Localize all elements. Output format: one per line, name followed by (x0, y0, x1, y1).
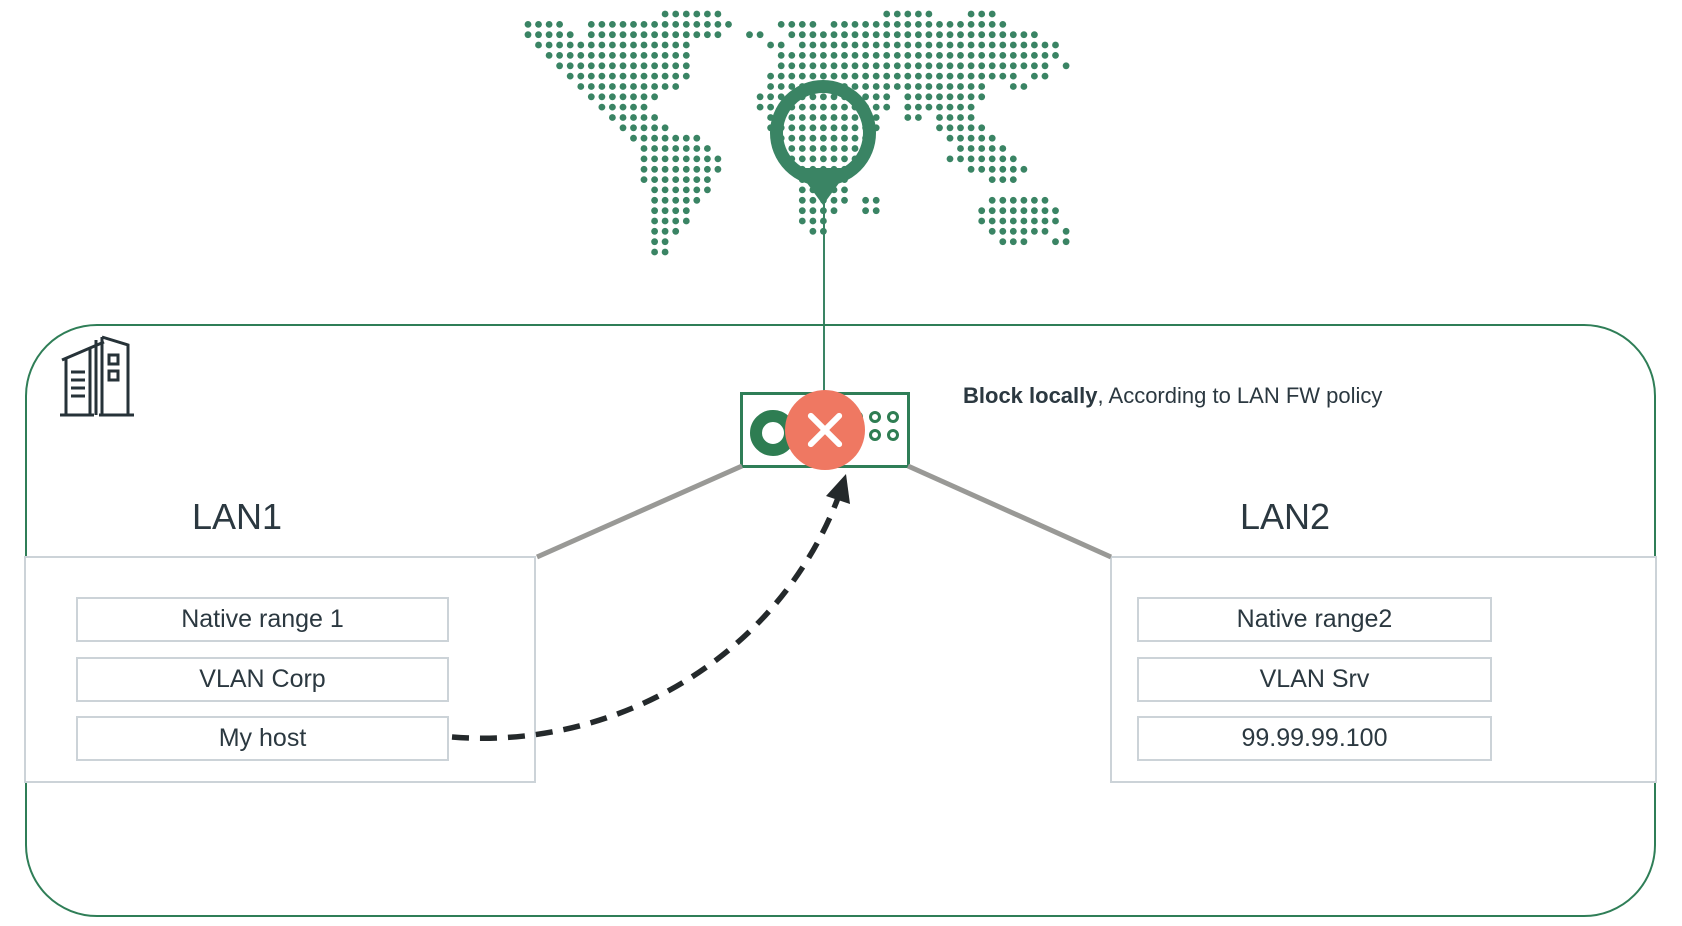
lan2-title: LAN2 (1239, 496, 1331, 537)
firewall-appliance (740, 390, 910, 470)
firewall-port-ring-icon (750, 410, 796, 456)
lan2-item-vlan-srv: VLAN Srv (1137, 657, 1492, 702)
lan1-item-native-range: Native range 1 (76, 597, 449, 642)
lan2-item-host-ip: 99.99.99.100 (1137, 716, 1492, 761)
policy-annotation-bold: Block locally (963, 383, 1098, 408)
lan2-box: Native range2 VLAN Srv 99.99.99.100 (1110, 556, 1657, 783)
lan1-title: LAN1 (191, 496, 283, 537)
lan2-item-native-range: Native range2 (1137, 597, 1492, 642)
world-map-icon (524, 10, 1070, 256)
block-x-icon (785, 390, 865, 470)
lan1-item-my-host: My host (76, 716, 449, 761)
policy-annotation: Block locally, According to LAN FW polic… (963, 383, 1382, 409)
lan1-item-vlan-corp: VLAN Corp (76, 657, 449, 702)
lan1-box: Native range 1 VLAN Corp My host (24, 556, 536, 783)
location-pin-icon (770, 80, 876, 205)
policy-annotation-rest: , According to LAN FW policy (1097, 383, 1383, 408)
building-icon (60, 335, 134, 417)
